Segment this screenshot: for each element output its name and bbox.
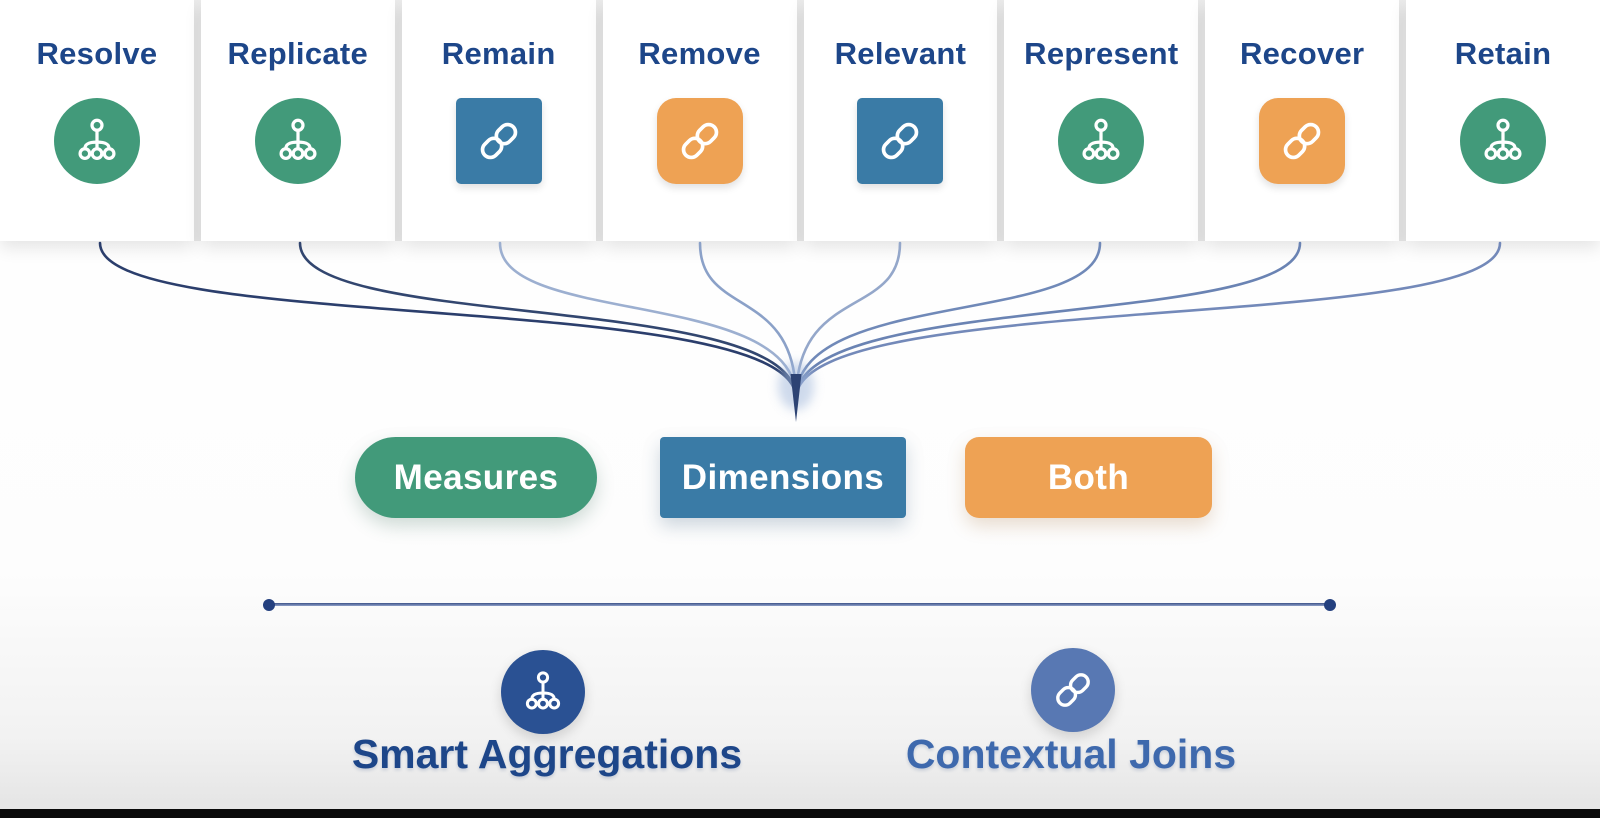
dimensions-label: Dimensions [681,457,885,497]
smart-aggregations-hierarchy-icon [501,650,585,734]
card-title: Replicate [227,36,369,71]
card-remove: Remove [602,0,797,241]
contextual-joins-label: Contextual Joins [905,731,1237,777]
card-title: Remain [441,36,556,71]
card-title: Recover [1239,36,1365,71]
hierarchy-icon [1058,98,1145,184]
card-remain: Remain [401,0,596,241]
link-icon [857,98,944,184]
contextual-joins-link-icon [1031,648,1115,732]
convergence-glow [778,362,814,410]
card-recover: Recover [1205,0,1400,241]
link-icon [656,98,743,184]
card-title: Remove [638,36,761,71]
card-resolve: Resolve [0,0,194,241]
card-represent: Represent [1004,0,1199,241]
dimensions-pill: Dimensions [660,437,906,518]
smart-aggregations-label: Smart Aggregations [351,731,743,777]
measures-pill: Measures [355,437,597,518]
both-label: Both [1047,457,1130,497]
card-title: Represent [1024,36,1179,71]
measures-label: Measures [393,457,559,497]
range-line [269,603,1330,606]
card-title: Relevant [834,36,967,71]
link-icon [455,98,542,184]
link-icon [1259,98,1346,184]
hierarchy-icon [53,98,140,184]
range-line-right-dot [1324,599,1336,611]
hierarchy-icon [1460,98,1547,184]
arrow-tip [790,374,802,422]
range-line-left-dot [263,599,275,611]
letterbox-bar [0,809,1600,818]
hierarchy-icon [254,98,341,184]
card-replicate: Replicate [200,0,395,241]
card-retain: Retain [1406,0,1600,241]
card-relevant: Relevant [803,0,998,241]
r-words-row: Resolve Replicate Remain Remove Relevant… [0,0,1600,241]
card-title: Retain [1454,36,1552,71]
card-title: Resolve [36,36,158,71]
both-pill: Both [965,437,1212,518]
